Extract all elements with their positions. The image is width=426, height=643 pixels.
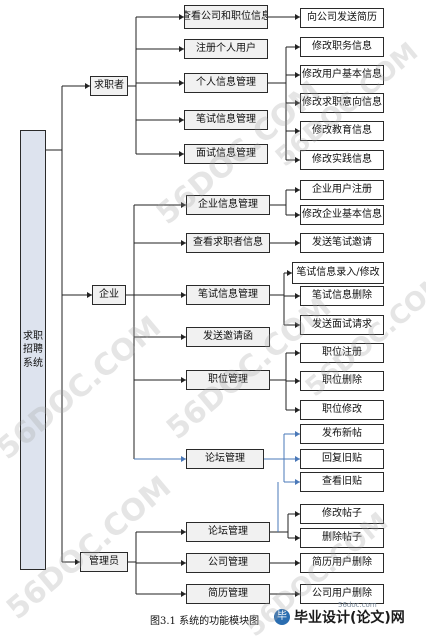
admin-company-node: 公司管理 (186, 553, 270, 573)
connector-arrow-30 (295, 100, 300, 106)
connector-arrow-4 (85, 83, 90, 89)
company-forum-node: 论坛管理 (186, 449, 264, 469)
connector-arrow-76 (295, 431, 300, 437)
connector-arrow-8 (75, 559, 80, 565)
connector-arrow-12 (179, 14, 184, 20)
connector-arrow-97 (295, 560, 300, 566)
connector-arrow-86 (181, 560, 186, 566)
written-delete-node: 笔试信息删除 (300, 286, 384, 306)
connector-arrow-38 (181, 202, 186, 208)
seeker-view-company-node: 查看公司和职位信息 (184, 5, 268, 29)
connector-arrow-92 (295, 511, 300, 517)
company-info-node: 企业信息管理 (186, 195, 270, 215)
connector-arrow-42 (181, 292, 186, 298)
connector-arrow-62 (295, 293, 300, 299)
connector-arrow-68 (295, 350, 300, 356)
edit-position-node: 修改职务信息 (300, 37, 384, 57)
connector-arrow-44 (181, 334, 186, 340)
connector-arrow-80 (295, 479, 300, 485)
root-node-recruitment-system: 求职招聘系统 (20, 130, 46, 570)
connector-arrow-88 (181, 591, 186, 597)
connector-arrow-40 (181, 240, 186, 246)
admin-resume-node: 简历管理 (186, 584, 270, 604)
connector-arrow-54 (295, 212, 300, 218)
job-manage-node: 职位管理 (186, 370, 270, 390)
connector-arrow-22 (295, 14, 300, 20)
edit-company-basic-node: 修改企业基本信息 (300, 205, 384, 225)
send-interview-node: 发送面试请求 (300, 315, 384, 335)
connector-arrow-6 (87, 292, 92, 298)
send-resume-node: 向公司发送简历 (300, 8, 384, 28)
company-written-info-node: 笔试信息管理 (186, 285, 270, 305)
job-delete-node: 职位删除 (300, 371, 384, 391)
connector-arrow-64 (295, 322, 300, 328)
figure-caption: 图3.1 系统的功能模块图 (150, 616, 260, 627)
connector-arrow-28 (295, 72, 300, 78)
written-entry-node: 笔试信息录入/修改 (292, 262, 384, 284)
connector-arrow-78 (295, 456, 300, 462)
connector-arrow-34 (295, 157, 300, 163)
company-register-node: 企业用户注册 (300, 180, 384, 200)
job-register-node: 职位注册 (300, 343, 384, 363)
delete-post-node: 删除帖子 (300, 528, 384, 548)
view-post-node: 查看旧贴 (300, 472, 384, 492)
admin-forum-node: 论坛管理 (186, 522, 270, 542)
connector-arrow-26 (295, 44, 300, 50)
company-user-delete-node: 公司用户删除 (300, 584, 384, 604)
brand-name: 毕业设计(论文)网 (294, 610, 405, 626)
connector-arrow-20 (179, 151, 184, 157)
role-node-company: 企业 (92, 285, 126, 305)
job-edit-node: 职位修改 (300, 400, 384, 420)
send-written-invite-node: 发送笔试邀请 (300, 233, 384, 253)
connector-arrow-99 (295, 591, 300, 597)
publish-post-node: 发布新帖 (300, 424, 384, 444)
seeker-personal-info-node: 个人信息管理 (184, 73, 268, 93)
seeker-interview-info-node: 面试信息管理 (184, 144, 268, 164)
seeker-register-user-node: 注册个人用户 (184, 39, 268, 59)
edit-education-node: 修改教育信息 (300, 121, 384, 141)
seeker-written-info-node: 笔试信息管理 (184, 110, 268, 130)
edit-post-node: 修改帖子 (300, 504, 384, 524)
connector-arrow-52 (295, 187, 300, 193)
connector-arrow-48 (181, 456, 186, 462)
connector-arrow-56 (295, 240, 300, 246)
connector-arrow-60 (287, 270, 292, 276)
view-seeker-node: 查看求职者信息 (186, 233, 270, 253)
edit-job-intent-node: 修改求职意向信息 (300, 93, 384, 113)
site-brand: 56doc.com 毕 毕业设计(论文)网 (268, 601, 426, 631)
role-node-seeker: 求职者 (90, 76, 128, 96)
resume-delete-node: 简历用户删除 (300, 553, 384, 573)
connector-arrow-18 (179, 117, 184, 123)
connector-arrow-94 (295, 535, 300, 541)
edit-practice-node: 修改实践信息 (300, 150, 384, 170)
edit-user-basic-node: 修改用户基本信息 (300, 65, 384, 85)
connector-arrow-46 (181, 377, 186, 383)
connector-arrow-14 (179, 46, 184, 52)
send-invite-node: 发送邀请函 (186, 327, 270, 347)
brand-logo-icon: 毕 (274, 609, 290, 625)
reply-post-node: 回复旧贴 (300, 449, 384, 469)
role-node-admin: 管理员 (80, 552, 128, 572)
connector-arrow-70 (295, 378, 300, 384)
connector-arrow-72 (295, 407, 300, 413)
connector-arrow-84 (181, 529, 186, 535)
connector-arrow-32 (295, 128, 300, 134)
brand-url: 56doc.com (338, 601, 377, 609)
connector-arrow-16 (179, 80, 184, 86)
